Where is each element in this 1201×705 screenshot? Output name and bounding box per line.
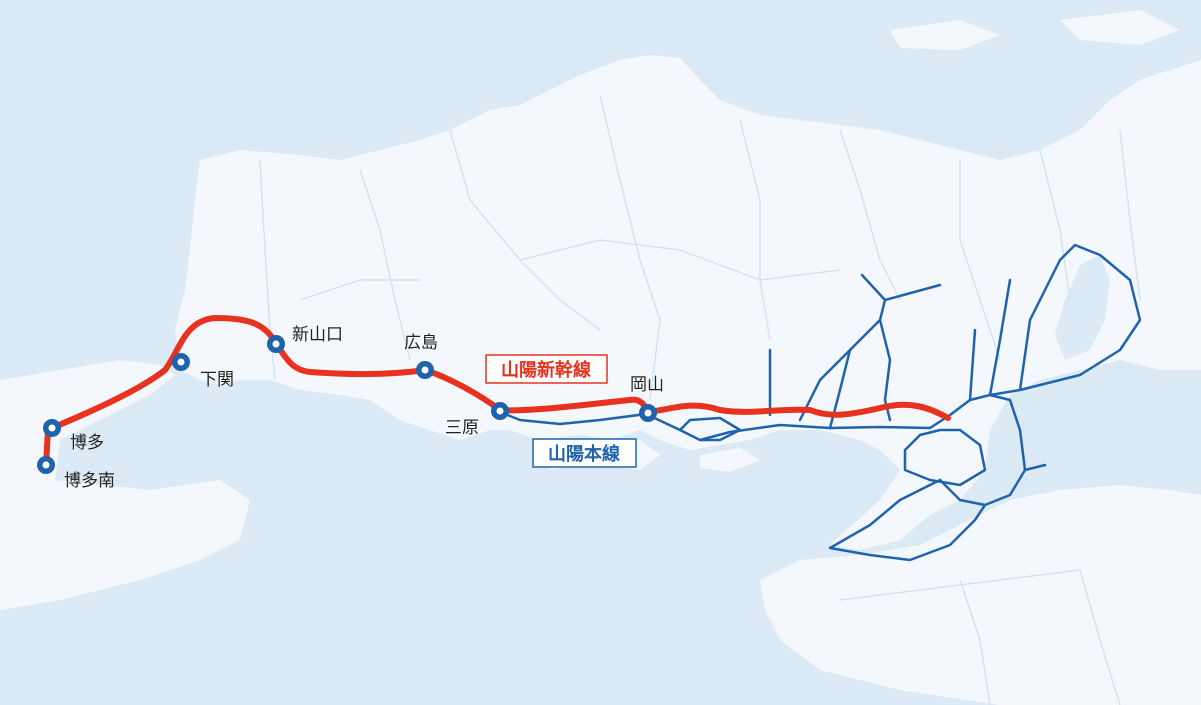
shinkansen-label-text: 山陽新幹線 xyxy=(501,359,591,381)
conventional-network xyxy=(498,243,1142,562)
station-label: 博多南 xyxy=(64,471,115,491)
conventional-label-text: 山陽本線 xyxy=(548,443,620,465)
island xyxy=(890,20,1000,50)
station-marker-center xyxy=(48,424,56,432)
station-hakata[interactable]: 博多 xyxy=(43,419,104,453)
station-hiroshima[interactable]: 広島 xyxy=(404,333,438,379)
station-mihara[interactable]: 三原 xyxy=(445,402,509,438)
station-label: 下関 xyxy=(200,370,234,390)
station-label: 広島 xyxy=(404,333,438,353)
shinkansen-line xyxy=(43,315,951,468)
station-label: 岡山 xyxy=(630,375,664,395)
prefecture-boundaries xyxy=(259,94,1141,705)
station-marker-center xyxy=(496,407,504,415)
station-hakata-minami[interactable]: 博多南 xyxy=(37,456,115,491)
station-marker-center xyxy=(272,340,280,348)
station-marker-center xyxy=(644,409,652,417)
station-label: 三原 xyxy=(445,418,479,438)
station-shimonoseki[interactable]: 下関 xyxy=(172,353,234,390)
station-okayama[interactable]: 岡山 xyxy=(630,375,664,422)
station-marker-center xyxy=(42,461,50,469)
conventional-line-label: 山陽本線 xyxy=(532,438,637,468)
shinkansen-line-label: 山陽新幹線 xyxy=(485,354,608,384)
land-chugoku xyxy=(175,55,1201,550)
island xyxy=(1060,10,1180,45)
station-marker-center xyxy=(421,366,429,374)
land-shikoku xyxy=(760,485,1201,705)
island xyxy=(700,448,760,472)
station-marker-center xyxy=(177,358,185,366)
station-shin-yamaguchi[interactable]: 新山口 xyxy=(267,325,343,353)
lake xyxy=(1055,255,1110,360)
station-label: 博多 xyxy=(70,433,104,453)
station-label: 新山口 xyxy=(292,325,343,345)
